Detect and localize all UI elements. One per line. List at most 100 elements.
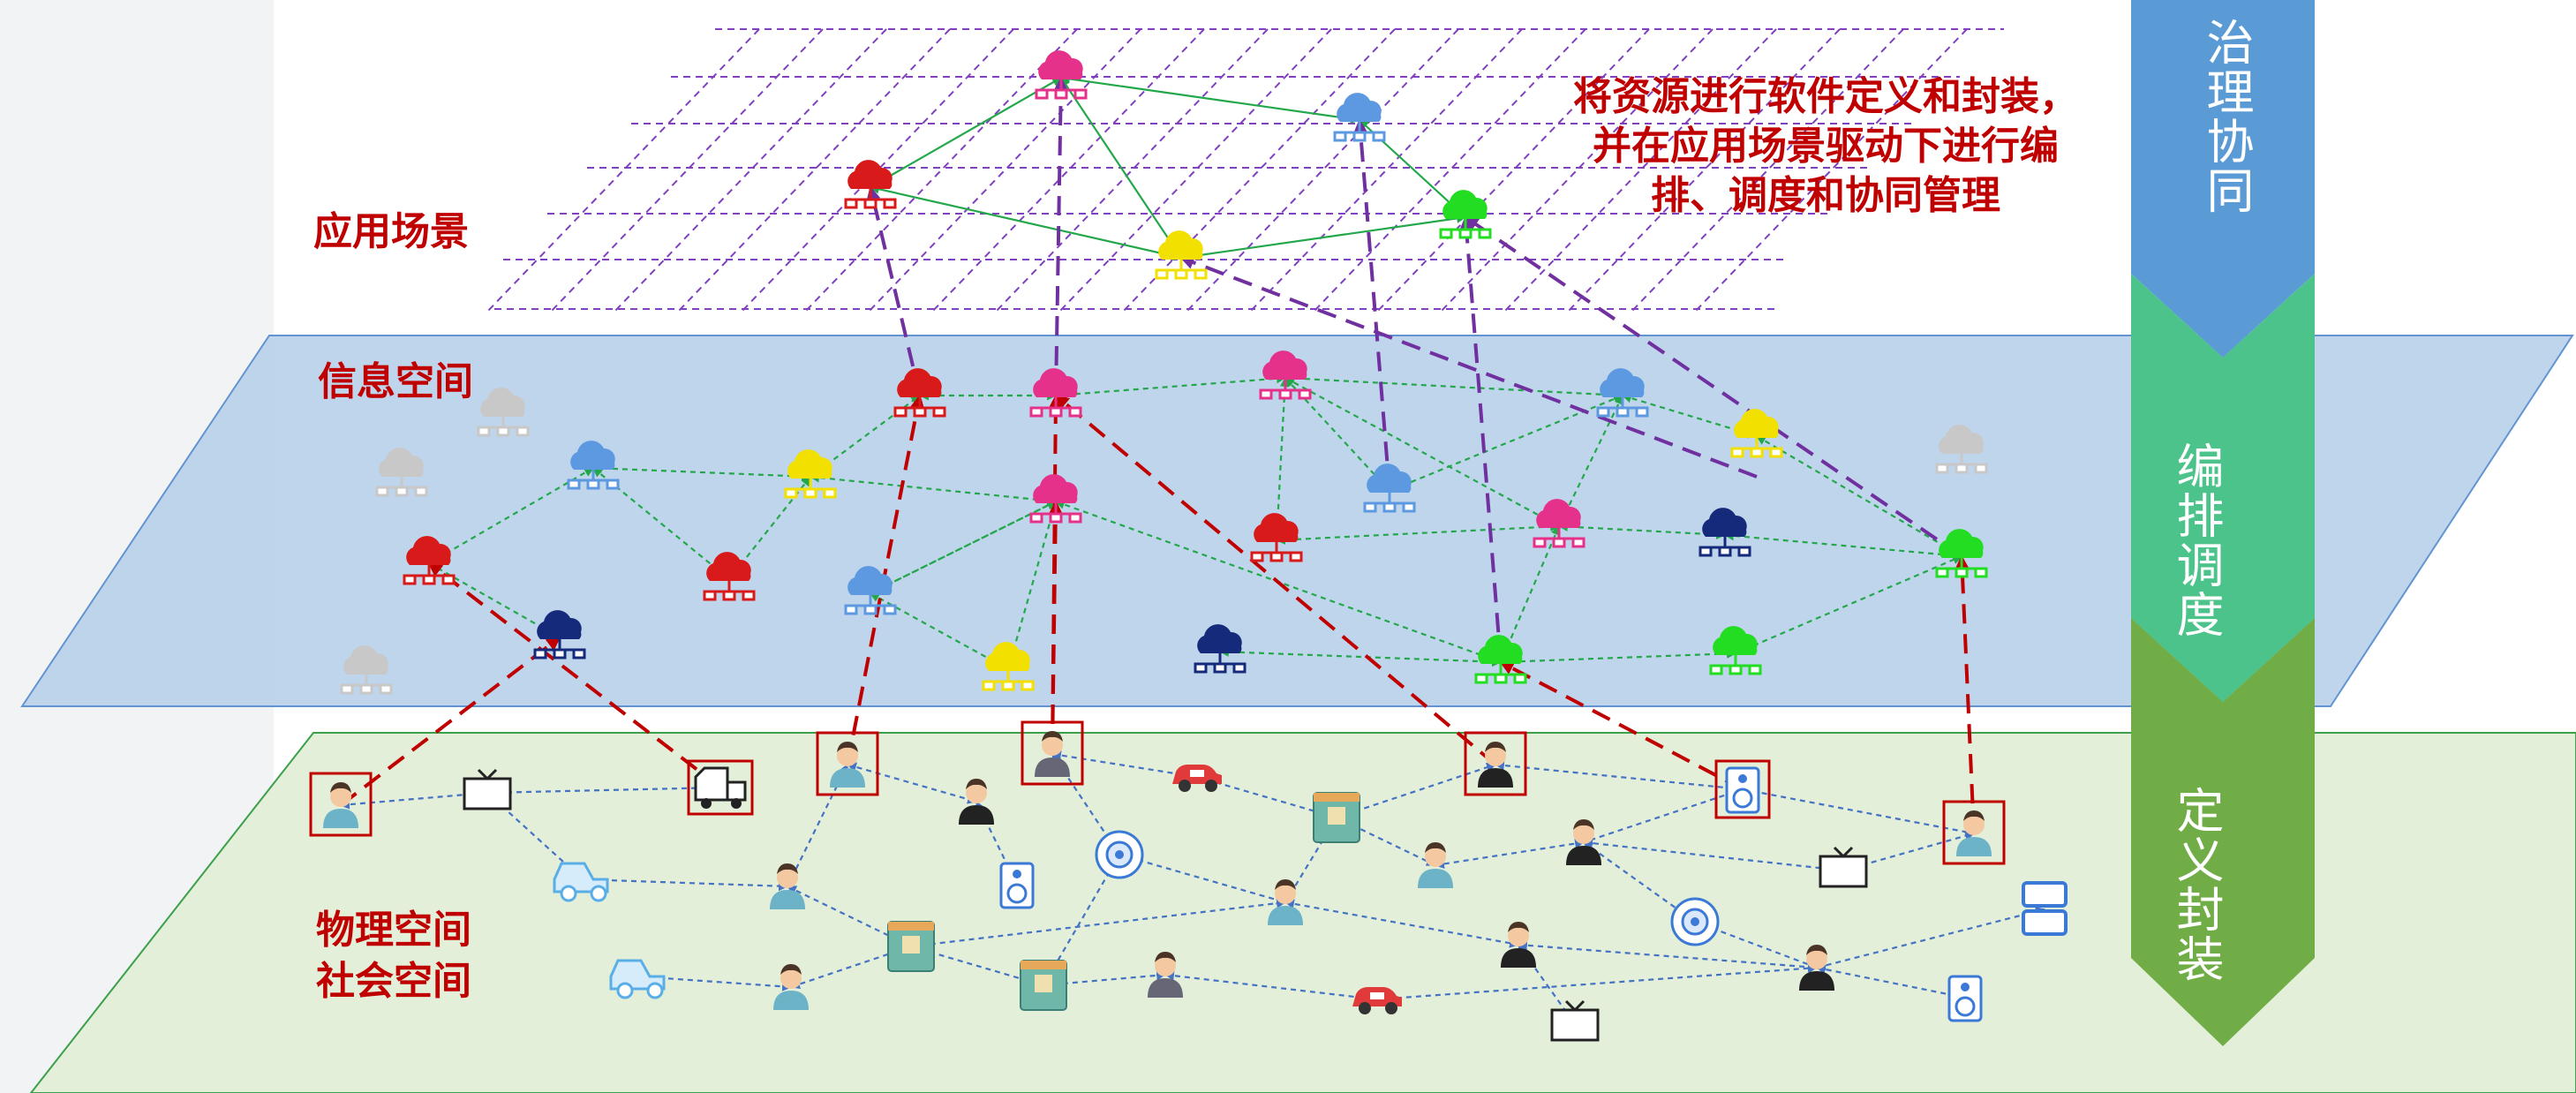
speaker-icon — [1947, 975, 1983, 1022]
info-cloud-icon — [982, 642, 1035, 691]
info-link — [870, 592, 1009, 670]
info-link — [1734, 554, 1963, 655]
person-icon — [773, 964, 809, 1010]
info-cloud-icon — [1029, 368, 1082, 418]
physical-link — [909, 898, 1287, 951]
physical-link — [846, 762, 978, 804]
info-cloud-icon — [1474, 635, 1527, 684]
annotation-text: 将资源进行软件定义和封装， 并在应用场景驱动下进行编 排、调度和协同管理 — [1534, 72, 2117, 221]
truck-icon — [687, 759, 754, 816]
info-cloud-icon — [477, 388, 530, 437]
info-link — [1499, 648, 1737, 667]
physical-link — [1335, 762, 1497, 820]
info-cloud-icon — [340, 645, 393, 695]
info-cloud-icon — [375, 448, 428, 497]
annotation-line-2: 并在应用场景驱动下进行编 — [1593, 124, 2059, 169]
app-link — [869, 184, 1183, 261]
orchestration-link — [866, 185, 922, 396]
physical-link — [1582, 787, 1744, 845]
person-icon — [309, 772, 373, 837]
coffee-machine-icon — [887, 921, 935, 972]
person-icon — [1942, 800, 2006, 865]
info-cloud-icon — [533, 610, 586, 660]
info-link — [1756, 435, 1962, 557]
info-cloud-icon — [1533, 499, 1586, 548]
link-layer — [339, 73, 2046, 1025]
info-cloud-icon — [1709, 626, 1762, 675]
info-cloud-icon — [703, 552, 756, 601]
info-cloud-icon — [567, 441, 620, 490]
coffee-machine-icon — [1020, 960, 1067, 1011]
physical-link — [1583, 841, 1696, 923]
mapping-link — [339, 636, 561, 807]
tv-icon — [1550, 999, 1600, 1042]
physical-link — [1051, 750, 1199, 780]
info-cloud-icon — [1730, 409, 1783, 458]
person-icon — [1418, 842, 1453, 888]
person-icon — [1501, 922, 1536, 968]
physical-link — [1815, 907, 2046, 970]
physical-link — [339, 788, 489, 810]
info-cloud-icon — [893, 368, 946, 418]
car-icon — [553, 862, 609, 902]
layer-label-information: 信息空间 — [318, 359, 473, 404]
info-cloud-icon — [1596, 368, 1649, 418]
info-cloud-icon — [1935, 425, 1988, 474]
app-cloud-pink-icon — [1035, 50, 1088, 100]
stage-label-governance: 治理协同 — [2198, 18, 2254, 215]
app-cloud-green-icon — [1439, 190, 1492, 239]
info-cloud-icon — [784, 449, 837, 499]
info-cloud-icon — [1699, 508, 1751, 557]
orchestration-link — [1179, 255, 1758, 479]
info-cloud-icon — [1029, 474, 1082, 524]
app-cloud-red-icon — [844, 160, 897, 209]
stage-label-orchestration: 编排调度 — [2168, 441, 2224, 639]
tv-icon — [1819, 846, 1868, 888]
tv-icon — [463, 768, 512, 810]
person-icon — [816, 731, 879, 796]
robot-vacuum-icon — [1670, 897, 1720, 946]
physical-link — [581, 874, 789, 892]
app-link — [1060, 77, 1182, 259]
info-cloud-icon — [403, 536, 456, 585]
person-icon — [1799, 945, 1834, 991]
mapping-link — [1499, 660, 1744, 791]
physical-link — [637, 972, 793, 991]
stage-chevron-orchestration — [2131, 274, 2315, 702]
app-cloud-yellow-icon — [1155, 230, 1208, 280]
layer-label-social: 社会空间 — [316, 959, 471, 1004]
info-cloud-icon — [1259, 351, 1312, 400]
mapping-link — [427, 562, 722, 789]
orchestration-link — [1464, 215, 1963, 558]
mapping-link — [1054, 394, 1497, 766]
person-icon — [959, 779, 994, 825]
stage-chevron-definition — [2131, 618, 2315, 1046]
physical-link — [789, 944, 913, 990]
mapping-link — [1955, 554, 1976, 834]
physical-link — [1494, 760, 1744, 794]
physical-link — [1284, 899, 1520, 948]
app-link — [1059, 73, 1361, 124]
info-cloud-icon — [1250, 513, 1303, 562]
server-icon — [2022, 881, 2068, 936]
info-cloud-icon — [1194, 624, 1247, 674]
person-icon — [1566, 819, 1601, 865]
physical-link — [1164, 970, 1379, 1004]
info-link — [1272, 376, 1290, 542]
orchestration-link — [1053, 76, 1068, 396]
car-icon — [1352, 987, 1402, 1014]
stage-label-definition: 定义封装 — [2168, 786, 2224, 984]
physical-link — [787, 886, 912, 947]
coffee-machine-icon — [1313, 792, 1360, 843]
info-link — [1218, 646, 1503, 667]
robot-vacuum-icon — [1095, 830, 1144, 879]
app-link — [870, 77, 1062, 188]
speaker-icon — [999, 862, 1035, 909]
layer-label-physical: 物理空间 — [316, 908, 471, 953]
annotation-line-1: 将资源进行软件定义和封装， — [1573, 74, 2078, 119]
car-icon — [609, 959, 666, 999]
app-cloud-lightblue-icon — [1333, 93, 1386, 142]
orchestration-link — [1353, 118, 1391, 492]
